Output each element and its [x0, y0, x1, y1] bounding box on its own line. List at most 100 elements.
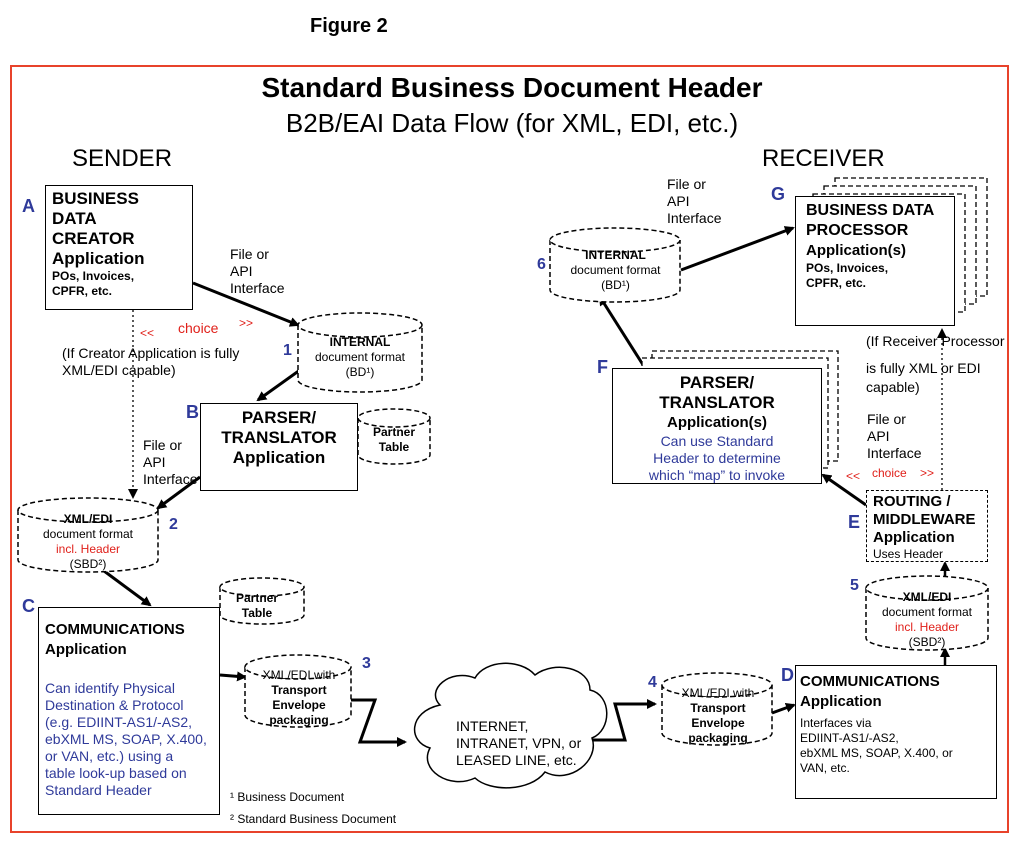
comm-left-desc4: ebXML MS, SOAP, X.400,: [45, 731, 207, 747]
arrow-xmledi-to-comm: [99, 566, 152, 607]
xmledi-right-line4: (SBD²): [908, 635, 946, 649]
creator-line3: CREATOR: [52, 229, 135, 248]
arrow-cloud-to-transport: [590, 699, 657, 742]
file-api-4-line1: File or: [867, 411, 906, 427]
internal-left-line2: document format: [314, 350, 406, 364]
cloud-line2: INTRANET, VPN, or: [456, 735, 582, 751]
xmledi-right-line1: XML/EDI: [902, 590, 952, 604]
choice-right-word: choice: [872, 466, 907, 480]
choice-right-close: >>: [920, 466, 935, 480]
transport-left-line4: packaging: [269, 713, 329, 727]
file-api-4-line3: Interface: [867, 445, 922, 461]
arrow-creator-to-internal: [192, 281, 300, 327]
file-api-label-4: File or API Interface: [867, 411, 921, 462]
cloud-line3: LEASED LINE, etc.: [456, 752, 577, 768]
xmledi-right-line3: incl. Header: [894, 620, 960, 634]
creator-capability-note: (If Creator Application is fully XML/EDI…: [62, 345, 239, 379]
transport-right-line1: XML/EDI with: [681, 686, 755, 700]
comm-left-desc1: Can identify Physical: [45, 680, 175, 696]
receiver-heading: RECEIVER: [762, 145, 885, 172]
partner-table-1-text: Partner Table: [358, 425, 430, 455]
file-api-3-line3: Interface: [667, 210, 722, 226]
receiver-note-line2: is fully XML or EDI: [866, 360, 981, 376]
comm-right-desc3: ebXML MS, SOAP, X.400, or: [800, 746, 953, 760]
file-api-label-2: File or API Interface: [143, 437, 197, 488]
comm-right-line2: Application: [800, 693, 882, 710]
choice-left-open: <<: [140, 326, 155, 340]
comm-right-desc1: Interfaces via: [800, 716, 872, 730]
communications-left-box: COMMUNICATIONS Application Can identify …: [38, 607, 220, 815]
arrow-parser-to-internal: [598, 295, 647, 369]
parser-right-line6: which “map” to invoke: [648, 467, 786, 483]
diagram-subtitle: B2B/EAI Data Flow (for XML, EDI, etc.): [285, 108, 739, 138]
partner-table-1-cylinder: [357, 408, 431, 465]
xmledi-left-line4: (SBD²): [69, 557, 107, 571]
label-c: C: [22, 596, 35, 616]
file-api-label-3: File or API Interface: [667, 176, 721, 227]
partner-table-1-line1: Partner: [372, 425, 416, 439]
creator-note-line2: XML/EDI capable): [62, 362, 176, 378]
file-api-2-line1: File or: [143, 437, 182, 453]
comm-left-line2: Application: [45, 641, 127, 658]
transport-left-cylinder: [244, 654, 352, 728]
step-6: 6: [537, 256, 546, 273]
comm-left-desc5: or VAN, etc.) using a: [45, 748, 174, 764]
internal-right-cylinder: [549, 227, 681, 303]
business-data-processor-box: BUSINESS DATA PROCESSOR Application(s) P…: [795, 196, 955, 326]
processor-line2: PROCESSOR: [806, 222, 909, 239]
label-a: A: [22, 196, 35, 216]
routing-line2: MIDDLEWARE: [873, 511, 976, 528]
comm-left-line1: COMMUNICATIONS: [45, 621, 185, 638]
file-api-1-line3: Interface: [230, 280, 285, 296]
processor-line5: CPFR, etc.: [806, 276, 867, 290]
choice-left-word: choice: [178, 320, 219, 336]
step-2: 2: [169, 516, 178, 533]
arrow-routing-to-parser: [821, 473, 867, 507]
parser-translator-right-box: PARSER/ TRANSLATOR Application(s) Can us…: [612, 368, 822, 484]
arrow-comm-to-transport: [219, 671, 247, 682]
label-f: F: [597, 357, 608, 377]
parser-right-line4: Can use Standard: [660, 433, 774, 449]
transport-right-cylinder: [661, 672, 773, 746]
diagram-frame: [10, 65, 1009, 833]
file-api-4-line2: API: [867, 428, 890, 444]
choice-right-open: <<: [846, 469, 861, 483]
routing-line1: ROUTING /: [873, 493, 951, 510]
processor-line1: BUSINESS DATA: [806, 202, 935, 219]
step-1: 1: [283, 342, 292, 359]
parser-right-line2: TRANSLATOR: [659, 393, 775, 412]
figure-label: Figure 2: [310, 15, 388, 37]
transport-left-line2: Transport: [271, 683, 327, 697]
sender-heading: SENDER: [72, 145, 173, 172]
diagram-title: Standard Business Document Header: [261, 72, 763, 103]
label-g: G: [771, 184, 786, 204]
label-d: D: [781, 665, 794, 685]
xmledi-left-line1: XML/EDI: [63, 512, 113, 526]
transport-right-line4: packaging: [688, 731, 748, 745]
label-e: E: [848, 512, 861, 532]
creator-line1: BUSINESS: [52, 189, 139, 208]
parser-left-line2: TRANSLATOR: [221, 428, 337, 447]
comm-left-desc6: table look-up based on: [45, 765, 187, 781]
xmledi-left-line3: incl. Header: [55, 542, 121, 556]
arrow-transport-to-cloud: [350, 698, 407, 747]
routing-line3: Application: [873, 529, 955, 546]
parser-left-line1: PARSER/: [241, 408, 317, 427]
cloud-line1: INTERNET,: [456, 718, 529, 734]
transport-right-line2: Transport: [690, 701, 746, 715]
partner-table-2-cylinder: [219, 577, 305, 625]
communications-right-box: COMMUNICATIONS Application Interfaces vi…: [795, 665, 997, 799]
parser-right-line5: Header to determine: [653, 450, 781, 466]
choice-left-close: >>: [239, 316, 254, 330]
footnote-2: ² Standard Business Document: [230, 812, 397, 826]
internal-right-line1: INTERNAL: [585, 248, 646, 262]
processor-line4: POs, Invoices,: [806, 261, 889, 275]
comm-left-desc7: Standard Header: [45, 782, 152, 798]
creator-line6: CPFR, etc.: [52, 284, 113, 298]
comm-left-desc2: Destination & Protocol: [45, 697, 184, 713]
internal-right-text: INTERNAL document format (BD¹): [553, 248, 678, 293]
arrow-parser-to-xmledi: [156, 475, 201, 510]
file-api-1-line2: API: [230, 263, 253, 279]
partner-table-2-text: Partner Table: [220, 591, 294, 621]
parser-right-line1: PARSER/: [679, 373, 755, 392]
